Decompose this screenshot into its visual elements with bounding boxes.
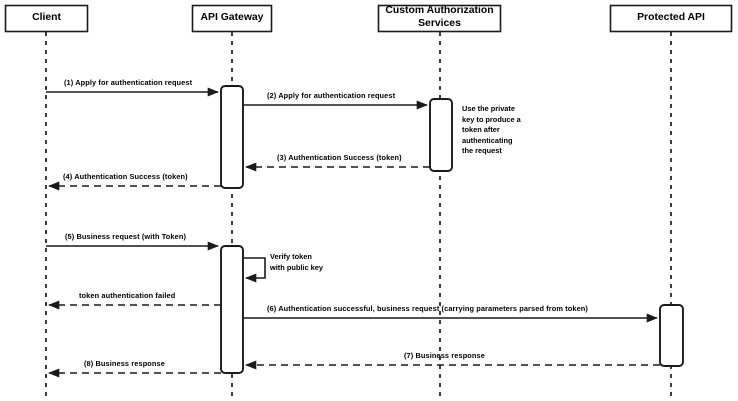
self-message-label-verify-token: Verify token with public key: [270, 252, 323, 272]
note-private-key: Use the private key to produce a token a…: [462, 104, 521, 156]
message-label-m6: (6) Authentication successful, business …: [267, 304, 588, 313]
message-label-m4: (4) Authentication Success (token): [63, 172, 188, 181]
message-label-m8: (8) Business response: [84, 359, 165, 368]
self-message-path: [243, 257, 266, 283]
message-arrows: [46, 87, 660, 378]
lifeline-box-papi[interactable]: [609, 4, 733, 33]
message-label-m3: (3) Authentication Success (token): [277, 153, 402, 162]
message-label-token-auth-failed: token authentication failed: [79, 291, 176, 300]
activation-papi-biz[interactable]: [659, 304, 684, 367]
message-label-m7: (7) Business response: [404, 351, 485, 360]
lifeline-box-client[interactable]: [4, 4, 89, 33]
message-label-m5: (5) Business request (with Token): [65, 232, 187, 241]
lifeline-box-cas[interactable]: [377, 4, 502, 33]
activation-gateway-auth[interactable]: [220, 85, 244, 189]
lifeline-title-client: Client: [32, 12, 61, 24]
message-label-m2: (2) Apply for authentication request: [267, 91, 396, 100]
self-message-verify-token[interactable]: [243, 257, 266, 283]
lifeline-box-gateway[interactable]: [191, 4, 273, 33]
activation-gateway-biz[interactable]: [220, 245, 244, 374]
activation-cas-auth[interactable]: [429, 98, 453, 172]
lifeline-title-gateway: API Gateway: [200, 12, 264, 24]
lifeline-head-boxes: [4, 4, 733, 33]
activation-bars: [220, 85, 684, 374]
lifeline-dashes: [45, 32, 672, 397]
lifeline-title-cas: Custom Authorization Services: [385, 5, 494, 29]
message-label-m1: (1) Apply for authentication request: [64, 78, 193, 87]
lifeline-title-papi: Protected API: [637, 12, 705, 24]
